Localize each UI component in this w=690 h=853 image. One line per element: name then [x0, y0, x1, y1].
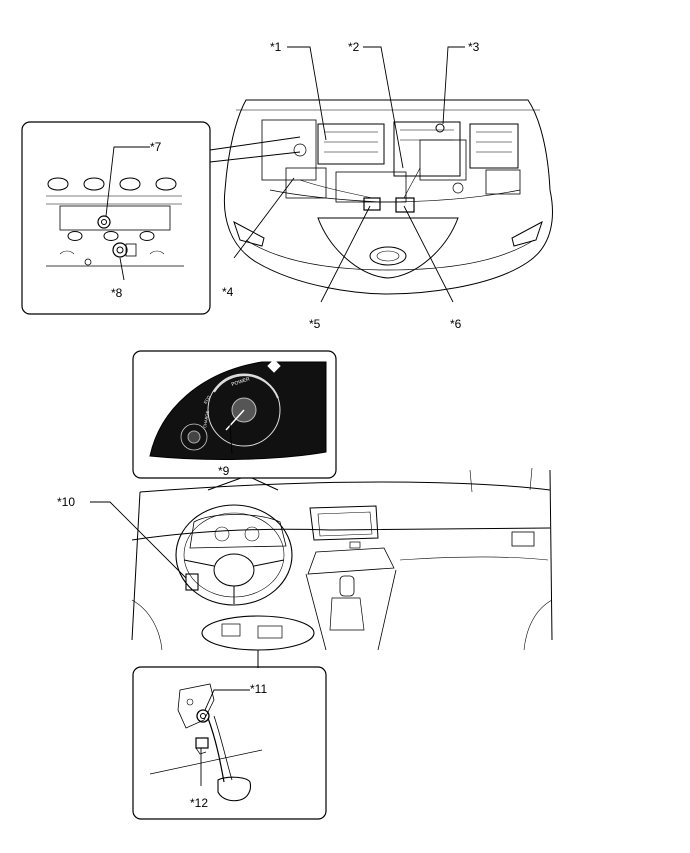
- gauge-charge-mark: CHARGE: [202, 410, 210, 428]
- callout-8: *8: [111, 286, 123, 300]
- brake-pedal-inset: [132, 666, 327, 820]
- callout-1: *1: [270, 40, 282, 54]
- gauge-eco-mark: ECO: [203, 394, 212, 404]
- callout-12: *12: [190, 796, 209, 810]
- intake-manifold-inset: [21, 121, 301, 315]
- callout-4: *4: [222, 285, 234, 299]
- callout-11: *11: [250, 682, 268, 696]
- callout-2: *2: [348, 40, 360, 54]
- combination-meter-inset: POWER ECO CHARGE: [132, 350, 337, 491]
- callout-5: *5: [309, 317, 321, 331]
- callout-9: *9: [218, 464, 230, 478]
- callout-10: *10: [57, 495, 76, 509]
- engine-compartment-illustration: [223, 99, 553, 295]
- callout-7: *7: [150, 140, 162, 154]
- callout-3: *3: [468, 40, 480, 54]
- leader-lines: [90, 46, 465, 786]
- callout-6: *6: [450, 317, 462, 331]
- gauge-power-label: POWER: [231, 376, 251, 388]
- instrument-panel-illustration: [131, 467, 553, 668]
